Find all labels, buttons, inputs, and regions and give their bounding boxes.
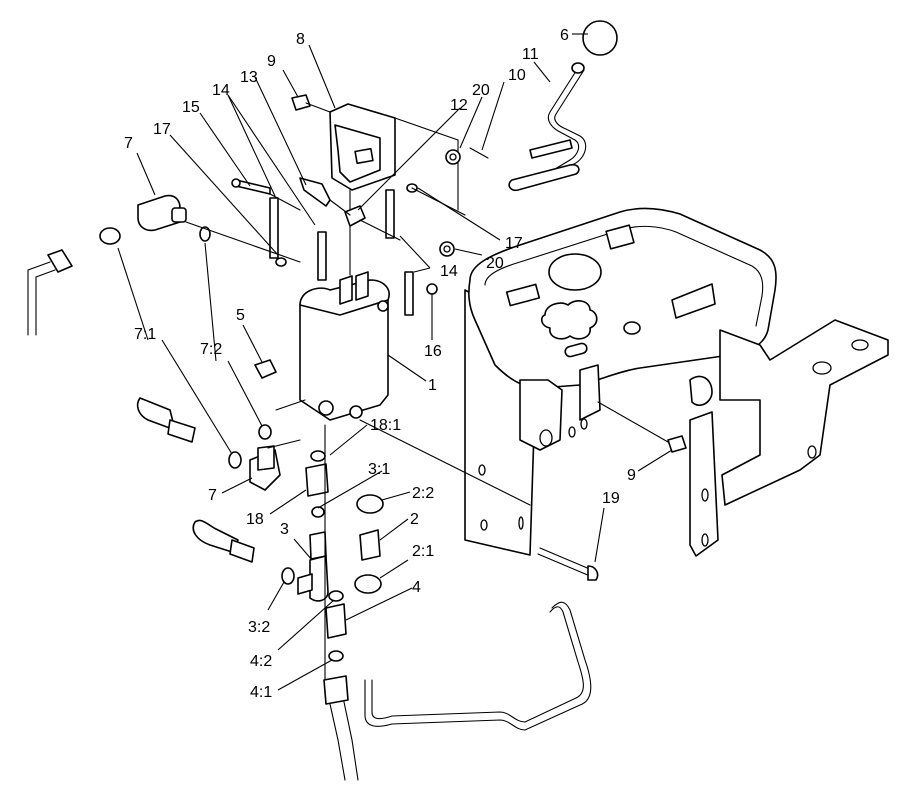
screw-19 — [537, 435, 687, 581]
elbow-3 — [309, 555, 329, 602]
center-fittings — [192, 450, 359, 781]
valve-body — [254, 271, 390, 421]
nut-5 — [254, 359, 277, 379]
callout-2: 2 — [410, 511, 419, 528]
callout-2-2: 2:2 — [412, 485, 434, 502]
callout-2-1: 2:1 — [412, 543, 434, 560]
callout-7-1: 7:1 — [134, 326, 156, 343]
callout-3: 3 — [280, 521, 289, 538]
pin-13 — [299, 177, 331, 207]
link-14b — [317, 231, 327, 281]
callout-3-1: 3:1 — [368, 461, 390, 478]
callout-8: 8 — [296, 31, 305, 48]
callout-10: 10 — [508, 67, 526, 84]
clevis-12 — [344, 205, 366, 227]
callout-15: 15 — [182, 99, 200, 116]
callout-9-right: 9 — [627, 467, 636, 484]
callout-4-2: 4:2 — [250, 653, 272, 670]
callout-13: 13 — [240, 69, 258, 86]
fitting-2 — [359, 529, 381, 561]
callout-9-top: 9 — [267, 53, 276, 70]
callout-19: 19 — [602, 490, 620, 507]
callout-4-1: 4:1 — [250, 684, 272, 701]
callout-7-2: 7:2 — [200, 341, 222, 358]
control-lever — [469, 20, 618, 192]
drain-tube — [364, 601, 592, 731]
linkage-pins — [231, 177, 414, 316]
callout-1: 1 — [428, 377, 437, 394]
assembly-lines — [185, 187, 669, 681]
link-14c — [385, 189, 395, 239]
callout-18: 18 — [246, 511, 264, 528]
callout-4: 4 — [412, 579, 421, 596]
callout-14-right: 14 — [440, 263, 458, 280]
valve-bracket — [275, 94, 461, 295]
pin-15 — [235, 179, 271, 195]
callout-7-bottom: 7 — [208, 487, 217, 504]
callout-3-2: 3:2 — [248, 619, 270, 636]
callout-labels: 6 11 10 20 12 8 9 13 14 15 17 7 17 20 14… — [124, 27, 636, 701]
bolt-9-right — [667, 435, 687, 453]
fitting-18 — [305, 463, 329, 497]
callout-14-left: 14 — [212, 82, 230, 99]
callout-17-right: 17 — [505, 235, 523, 252]
callout-12: 12 — [450, 97, 468, 114]
right-fittings — [354, 494, 384, 594]
callout-17-left: 17 — [153, 121, 171, 138]
callout-20-right: 20 — [486, 255, 504, 272]
callout-16: 16 — [424, 343, 442, 360]
lever-knob — [582, 20, 618, 56]
bolt-9 — [291, 94, 311, 111]
leader-lines — [117, 33, 673, 691]
callout-5: 5 — [236, 307, 245, 324]
fitting-4 — [325, 603, 347, 639]
callout-6: 6 — [560, 27, 569, 44]
left-fittings — [27, 194, 281, 491]
callout-20-top: 20 — [472, 82, 490, 99]
link-14d — [404, 271, 414, 316]
callout-18-1: 18:1 — [370, 417, 401, 434]
callout-11: 11 — [522, 46, 539, 63]
callout-7-top: 7 — [124, 135, 133, 152]
link-14a — [269, 197, 279, 259]
mounting-frame — [464, 207, 889, 557]
